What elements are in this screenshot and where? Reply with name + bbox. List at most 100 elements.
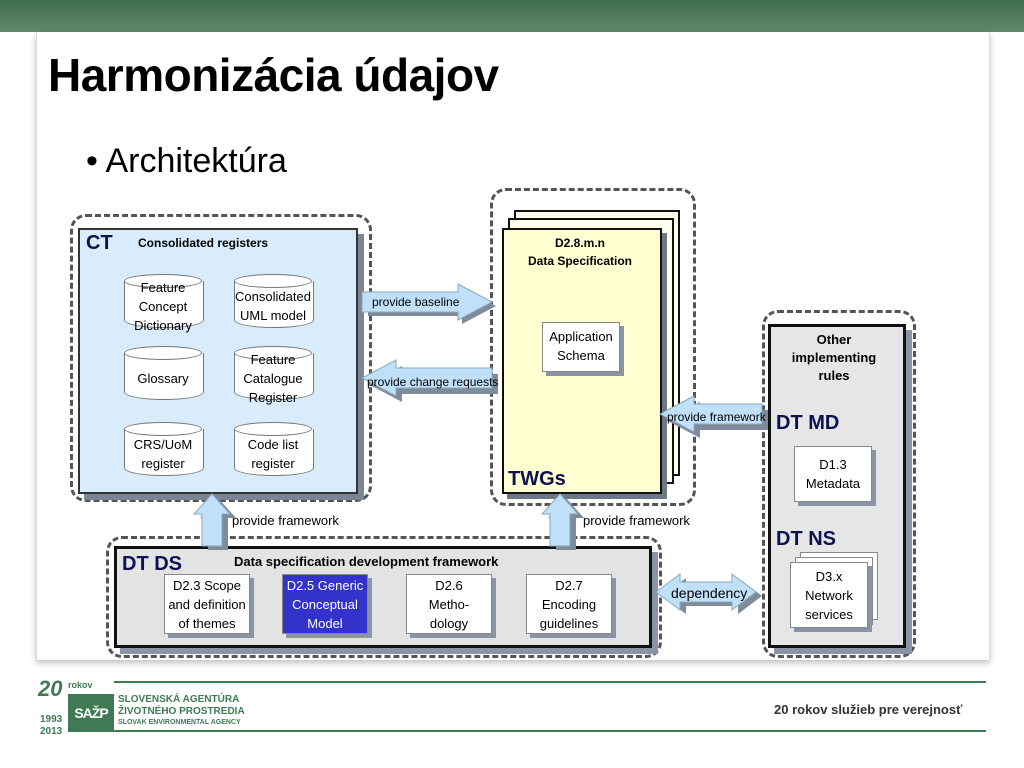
agency-line2: ŽIVOTNÉHO PROSTREDIA	[118, 706, 245, 717]
glossary-label-line1: Glossary	[137, 371, 189, 386]
twg-group-outline	[490, 188, 696, 506]
provide-baseline-arrow	[361, 283, 496, 324]
agency-name: SLOVENSKÁ AGENTÚRA ŽIVOTNÉHO PROSTREDIA …	[118, 694, 245, 728]
other-rules-line1: Other	[816, 332, 852, 347]
provide-baseline-arrow-shape	[361, 283, 494, 321]
logo-mark: SAŽP	[68, 694, 114, 732]
consolidated-uml-model-cylinder-body	[234, 281, 314, 328]
code-list-register-cylinder-body	[234, 429, 314, 476]
crs-uom-register-cylinder-body	[124, 429, 204, 476]
ct-group-outline	[70, 214, 372, 502]
consolidated-uml-model-label-line2: UML model	[240, 308, 306, 323]
d2-5-generic-conceptual-model-box-line2: Conceptual	[292, 597, 358, 612]
dt-ns-tag: DT NS	[776, 528, 836, 550]
provide-framework-mid-label: provide framework	[583, 513, 690, 528]
footer-line-top	[114, 681, 986, 683]
glossary-label: Glossary	[112, 369, 214, 388]
provide-change-requests-arrow-shape	[360, 359, 493, 397]
provide-framework-mid-arrow-shape	[540, 493, 580, 547]
feature-concept-dictionary-label-line2: Concept	[138, 299, 188, 314]
d2-5-generic-conceptual-model-box-line1: D2.5 Generic	[286, 578, 364, 593]
footer-line-bottom	[114, 730, 986, 732]
d2-7-encoding-guidelines-box-line1: D2.7	[555, 578, 583, 593]
provide-framework-left-label: provide framework	[232, 513, 339, 528]
code-list-register-label: Code list register	[222, 435, 324, 473]
consolidated-uml-model-cylinder-cap	[234, 274, 312, 288]
d2-6-methodology-box-line3: dology	[429, 616, 469, 631]
provide-change-requests-label: provide change requests	[367, 375, 499, 389]
anniversary-logo: 20 rokov SAŽP 1993 2013	[38, 676, 116, 738]
top-band	[0, 0, 1024, 32]
provide-framework-right-arrow-shape	[658, 395, 763, 433]
dependency-label: dependency	[671, 585, 748, 601]
glossary-cylinder-body	[124, 353, 204, 400]
feature-concept-dictionary-cylinder-body	[124, 281, 204, 328]
feature-catalogue-register-label-line3: Register	[248, 390, 298, 405]
provide-framework-mid-arrow	[540, 493, 584, 550]
twg-heading-line1: D2.8.m.n	[554, 236, 605, 250]
ds-heading: Data specification development framework	[234, 554, 499, 569]
network-services-line3: services	[805, 607, 853, 622]
d2-3-scope-box-line3: of themes	[178, 616, 236, 631]
feature-catalogue-register-label-line1: Feature	[250, 352, 296, 367]
glossary-cylinder-cap	[124, 346, 202, 360]
agency-line3: SLOVAK ENVIRONMENTAL AGENCY	[118, 719, 241, 726]
d2-3-scope-box-line2: and definition	[168, 597, 246, 612]
d2-7-encoding-guidelines-box-line3: guidelines	[539, 616, 599, 631]
provide-framework-right-arrow	[658, 395, 768, 438]
application-schema-box: Application Schema	[542, 322, 620, 372]
feature-catalogue-register-cylinder-cap	[234, 346, 312, 360]
other-rules-line2: implementing	[791, 350, 877, 365]
ct-heading: Consolidated registers	[138, 236, 269, 250]
feature-catalogue-register-label-line2: Catalogue	[243, 371, 303, 386]
other-rules-line3: rules	[818, 368, 850, 383]
d2-3-scope-box: D2.3 Scope and definition of themes	[164, 574, 250, 634]
dt-md-tag: DT MD	[776, 412, 840, 434]
d2-3-scope-box-line1: D2.3 Scope	[173, 578, 241, 593]
application-schema-line1: Application	[549, 329, 613, 344]
provide-baseline-label: provide baseline	[372, 295, 460, 309]
d2-6-methodology-box-line1: D2.6	[435, 578, 463, 593]
footer-slogan: 20 rokov služieb pre verejnosť	[774, 702, 963, 717]
code-list-register-label-line2: register	[251, 456, 295, 471]
dt-ds-tag: DT DS	[122, 553, 182, 575]
network-services-box: D3.x Network services	[790, 562, 868, 628]
provide-change-requests-arrow	[360, 359, 498, 402]
twg-tag: TWGs	[508, 468, 566, 490]
d2-7-encoding-guidelines-box-line2: Encoding	[541, 597, 597, 612]
crs-uom-register-cylinder-cap	[124, 422, 202, 436]
metadata-box: D1.3 Metadata	[794, 446, 872, 502]
year-from: 1993	[40, 714, 63, 725]
ds-group-outline	[106, 536, 662, 658]
application-schema-line2: Schema	[557, 348, 605, 363]
bullet-architektura: • Architektúra	[86, 142, 287, 180]
code-list-register-cylinder-cap	[234, 422, 312, 436]
code-list-register-label-line1: Code list	[247, 437, 299, 452]
feature-catalogue-register-cylinder-body	[234, 353, 314, 400]
feature-concept-dictionary-cylinder-cap	[124, 274, 202, 288]
provide-framework-left-arrow-shape	[192, 493, 232, 547]
year-to: 2013	[40, 726, 63, 737]
anniversary-number: 20	[38, 676, 63, 701]
right-group-outline	[762, 310, 916, 658]
slide-title: Harmonizácia údajov	[48, 49, 499, 101]
feature-concept-dictionary-label-line1: Feature	[140, 280, 186, 295]
twg-heading-line2: Data Specification	[527, 254, 633, 268]
anniversary-rokov: rokov	[68, 680, 93, 690]
consolidated-uml-model-label-line1: Consolidated	[235, 289, 311, 304]
dependency-arrow	[655, 573, 762, 614]
metadata-line2: Metadata	[805, 476, 861, 491]
provide-framework-right-label: provide framework	[667, 410, 766, 424]
ct-tag: CT	[86, 232, 113, 254]
other-rules-heading: Other implementing rules	[768, 331, 900, 385]
provide-framework-left-arrow	[192, 493, 236, 550]
d2-6-methodology-box-line2: Metho-	[428, 597, 470, 612]
d2-5-generic-conceptual-model-box-line3: Model	[307, 616, 343, 631]
feature-concept-dictionary-label-line3: Dictionary	[134, 318, 192, 333]
